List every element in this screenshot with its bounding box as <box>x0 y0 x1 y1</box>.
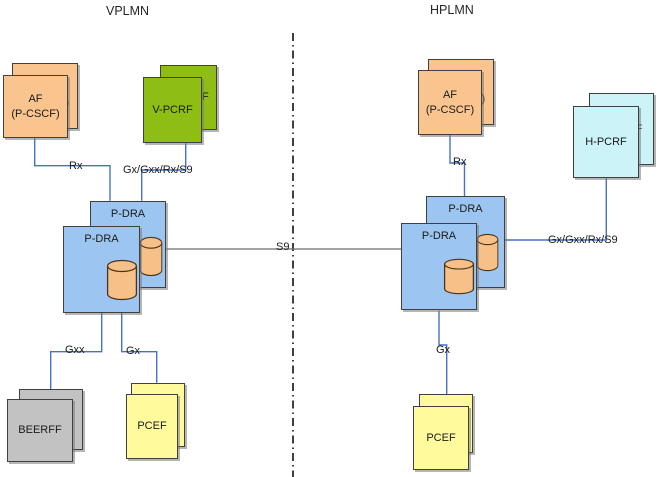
edge-label-s9: S9 <box>276 241 290 253</box>
region-title-hplmn: HPLMN <box>430 3 474 17</box>
link-gx-vplmn <box>121 312 158 383</box>
link-rx-hplmn <box>449 135 466 196</box>
node-pcef-hplmn: PCEF <box>413 406 469 470</box>
node-label: (P-CSCF) <box>11 107 60 120</box>
node-label: H-PCRF <box>585 135 627 148</box>
node-label: P-DRA <box>110 208 146 220</box>
link-rx-vplmn <box>34 138 111 201</box>
node-af-hplmn: AF (P-CSCF) <box>418 70 482 135</box>
node-label: AF <box>442 89 458 102</box>
edge-label-pcrf-bus-vplmn: Gx/Gxx/Rx/S9 <box>123 164 193 176</box>
link-gx-hplmn <box>438 310 448 395</box>
link-gxx-vplmn <box>50 312 103 389</box>
database-cylinder-icon <box>139 236 163 277</box>
node-label: P-DRA <box>84 233 119 245</box>
edge-label-rx-hplmn: Rx <box>453 156 467 168</box>
node-label: (P-CSCF) <box>425 103 475 116</box>
node-label: P-DRA <box>421 230 457 242</box>
node-pcef-vplmn: PCEF <box>126 394 178 459</box>
database-cylinder-icon <box>443 258 475 295</box>
edge-label-gx-vplmn: Gx <box>126 345 141 357</box>
node-label: PCEF <box>426 431 456 444</box>
node-v-pcrf: V-PCRF <box>143 77 202 143</box>
edge-label-pcrf-bus-hplmn: Gx/Gxx/Rx/S9 <box>548 234 618 246</box>
link-pcrf-bus-vplmn <box>141 143 187 201</box>
node-label: PCEF <box>137 420 167 433</box>
database-cylinder-icon <box>106 259 138 301</box>
edge-label-gx-hplmn: Gx <box>436 344 451 356</box>
node-af-vplmn: AF (P-CSCF) <box>3 75 68 138</box>
node-label: BEERFF <box>18 424 62 437</box>
node-label: P-DRA <box>448 203 483 215</box>
database-cylinder-icon <box>476 233 499 272</box>
region-title-vplmn: VPLMN <box>106 4 150 18</box>
node-label: V-PCRF <box>152 103 193 116</box>
node-beerff: BEERFF <box>7 399 73 462</box>
link-pcrf-bus-hplmn <box>505 178 607 241</box>
edge-label-rx-vplmn: Rx <box>69 160 83 172</box>
node-label: AF <box>28 93 43 106</box>
edge-label-gxx-vplmn: Gxx <box>65 344 85 356</box>
node-h-pcrf: H-PCRF <box>573 106 639 178</box>
